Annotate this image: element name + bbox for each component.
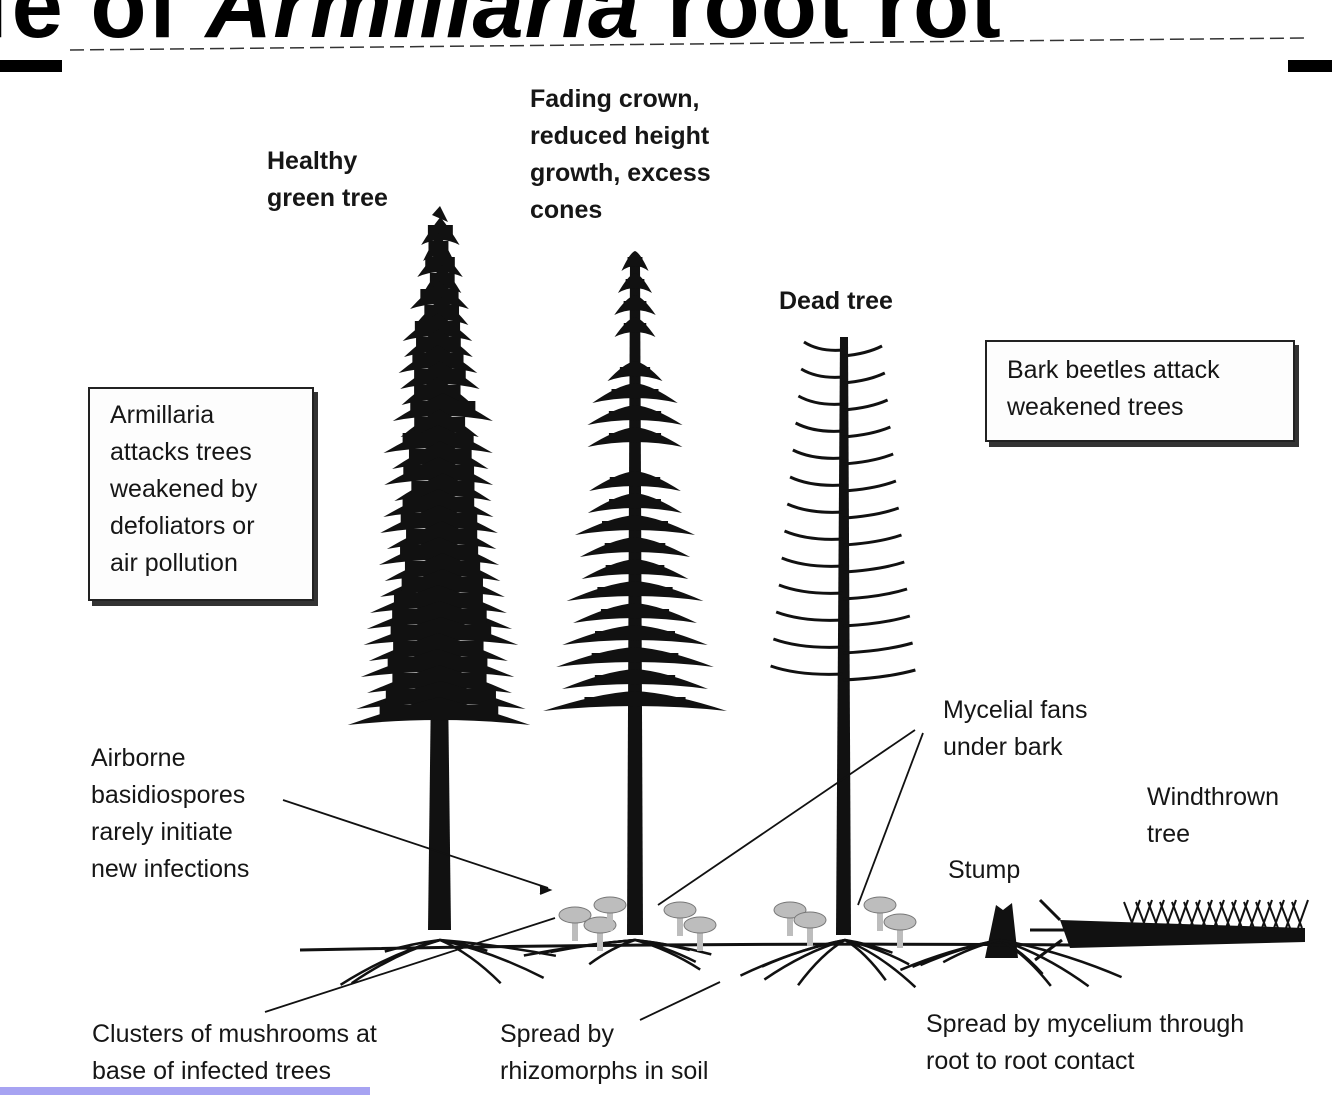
fading-crown-label: Fading crown, reduced height growth, exc…	[530, 81, 711, 229]
slide-accent-bar	[0, 1087, 370, 1095]
bark-beetles-box: Bark beetles attack weakened trees	[985, 340, 1295, 442]
armillaria-box: Armillaria attacks trees weakened by def…	[88, 387, 314, 601]
dead-tree	[771, 337, 916, 935]
leader-mycelial-1	[658, 730, 915, 905]
airborne-label: Airborne basidiospores rarely initiate n…	[91, 740, 249, 888]
clusters-label: Clusters of mushrooms at base of infecte…	[92, 1016, 377, 1090]
healthy-tree	[348, 206, 531, 930]
mycelial-fans-label: Mycelial fans under bark	[943, 692, 1088, 766]
windthrown-label: Windthrown tree	[1147, 779, 1279, 853]
fading-tree	[543, 251, 727, 935]
leader-airborne	[283, 800, 548, 888]
mycelium-label: Spread by mycelium through root to root …	[926, 1006, 1244, 1080]
leader-clusters	[265, 918, 555, 1012]
stump-label: Stump	[948, 852, 1020, 889]
windthrown-tree	[1030, 900, 1308, 960]
leader-rhizomorphs	[640, 982, 720, 1020]
page-edge-line	[70, 38, 1305, 50]
rhizomorphs-label: Spread by rhizomorphs in soil	[500, 1016, 708, 1090]
healthy-tree-label: Healthy green tree	[267, 143, 388, 217]
dead-tree-label: Dead tree	[779, 283, 893, 320]
leader-mycelial-2	[858, 733, 923, 905]
